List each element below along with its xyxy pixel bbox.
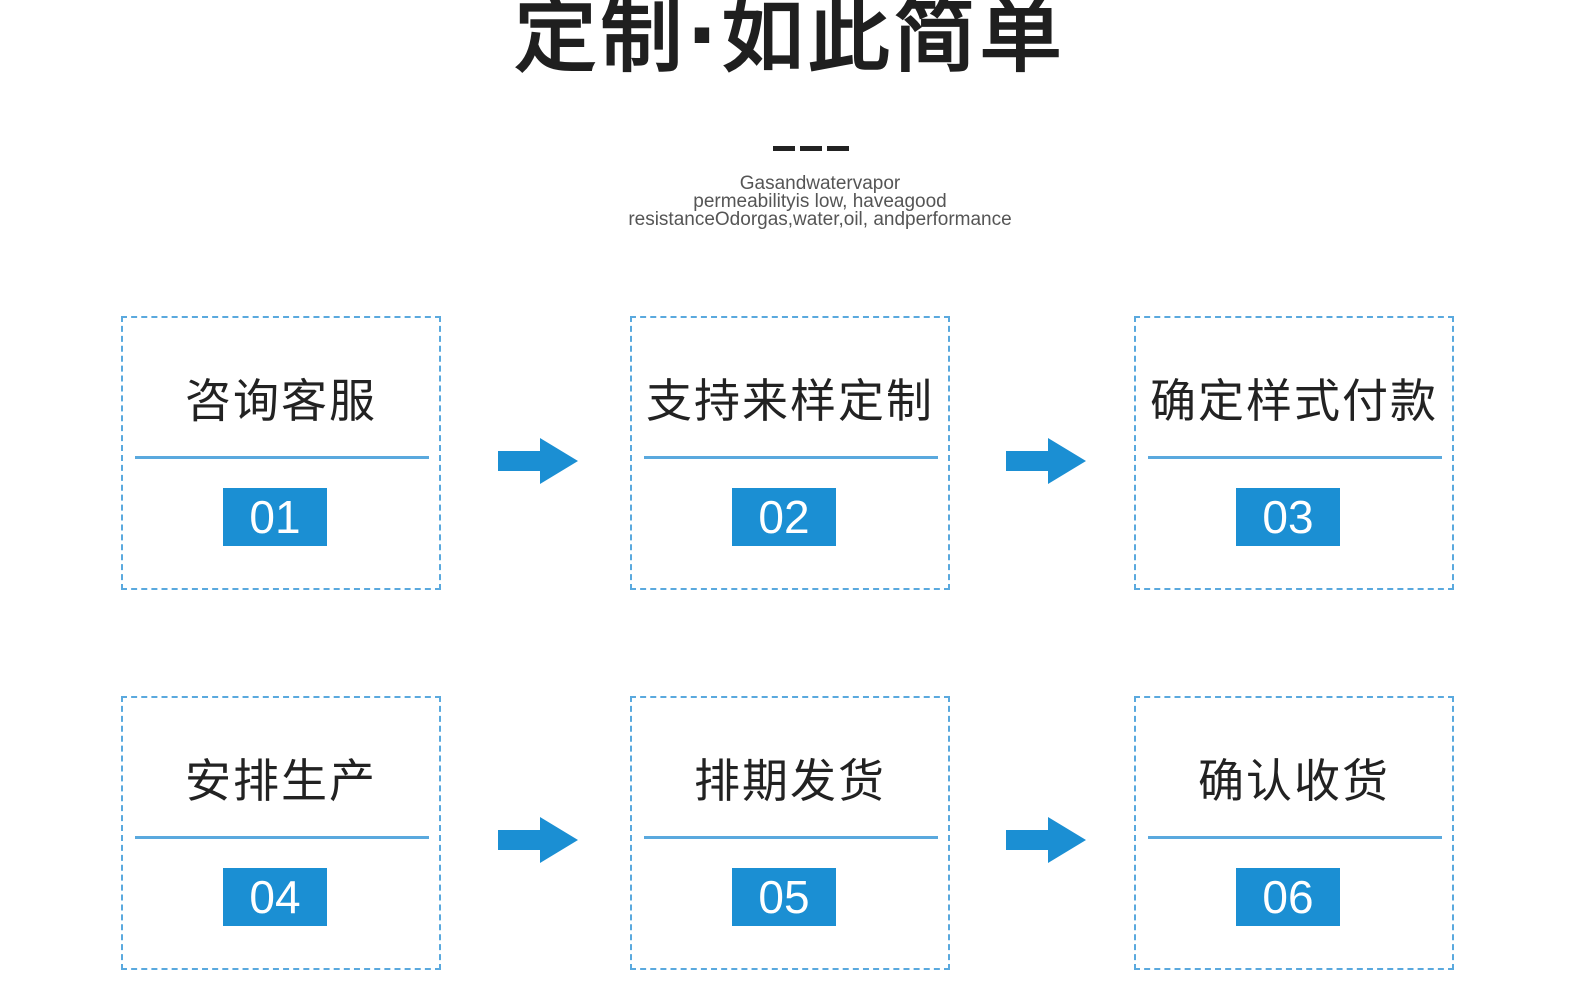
step-card-6: 确认收货 06: [1134, 696, 1454, 970]
arrow-right-icon: [1006, 817, 1086, 863]
step-card-4: 安排生产 04: [121, 696, 441, 970]
arrow-right-icon: [498, 438, 578, 484]
step-underline: [644, 836, 938, 839]
subtitle-line: Gasandwatervapor: [739, 173, 901, 194]
step-label: 确定样式付款: [1150, 374, 1438, 428]
step-underline: [644, 456, 938, 459]
divider-dash: [800, 146, 822, 151]
step-card-1: 咨询客服 01: [121, 316, 441, 590]
step-underline: [135, 456, 429, 459]
step-label: 确认收货: [1198, 754, 1390, 808]
step-underline: [135, 836, 429, 839]
page-title: 定制·如此简单: [514, 0, 1066, 84]
arrow-right-icon: [1006, 438, 1086, 484]
step-card-5: 排期发货 05: [630, 696, 950, 970]
step-number-badge: 02: [732, 488, 836, 546]
subtitle-line: permeabilityis low, haveagood: [693, 191, 947, 212]
step-label: 排期发货: [694, 754, 886, 808]
step-number-badge: 01: [223, 488, 327, 546]
step-label: 支持来样定制: [646, 374, 934, 428]
step-number-badge: 06: [1236, 868, 1340, 926]
step-label: 安排生产: [185, 754, 377, 808]
title-divider: [773, 146, 849, 151]
step-label: 咨询客服: [185, 374, 377, 428]
step-number-badge: 04: [223, 868, 327, 926]
step-number-badge: 05: [732, 868, 836, 926]
step-underline: [1148, 836, 1442, 839]
subtitle: Gasandwatervapor permeabilityis low, hav…: [560, 173, 1080, 230]
step-underline: [1148, 456, 1442, 459]
step-card-2: 支持来样定制 02: [630, 316, 950, 590]
divider-dash: [773, 146, 795, 151]
divider-dash: [827, 146, 849, 151]
subtitle-line: resistanceOdorgas,water,oil, andperforma…: [628, 209, 1012, 230]
step-number-badge: 03: [1236, 488, 1340, 546]
step-card-3: 确定样式付款 03: [1134, 316, 1454, 590]
arrow-right-icon: [498, 817, 578, 863]
